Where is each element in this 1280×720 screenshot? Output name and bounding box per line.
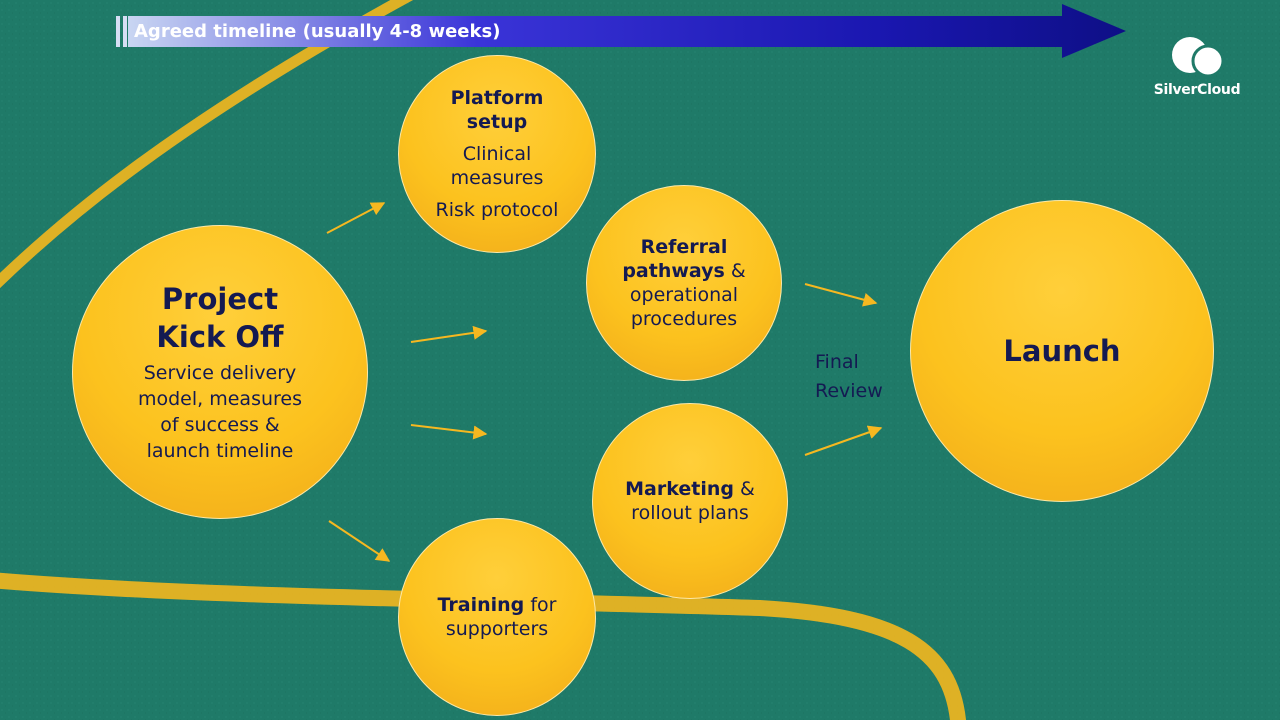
marketing-line1: Marketing & <box>625 477 755 501</box>
kickoff-description: Service delivery model, measures of succ… <box>138 360 302 464</box>
node-referral-pathways: Referral pathways & operational procedur… <box>586 185 782 381</box>
marketing-rest: & <box>733 478 755 500</box>
referral-line4: procedures <box>630 308 738 330</box>
kickoff-title-line2: Kick Off <box>156 320 284 354</box>
node-platform-setup: Platform setup Clinical measures Risk pr… <box>398 55 596 253</box>
timeline-tick <box>116 16 120 47</box>
referral-line3: operational <box>629 284 739 306</box>
marketing-bold: Marketing <box>625 478 734 500</box>
final-review-line1: Final <box>815 351 859 373</box>
referral-line2: pathways & <box>622 259 745 283</box>
node-training-supporters: Training for supporters <box>398 518 596 716</box>
launch-title: Launch <box>1003 334 1121 368</box>
curve-bottom <box>0 572 966 720</box>
arrow-marketing-to-launch <box>804 425 883 456</box>
timeline-arrow <box>128 4 1126 58</box>
kickoff-desc-line3: of success & <box>160 414 280 436</box>
platform-item1-line1: Clinical <box>462 143 532 165</box>
final-review-label: Final Review <box>815 348 883 406</box>
training-line1: Training for <box>438 593 557 617</box>
referral-bold-line1: Referral <box>640 236 728 258</box>
arrow-kickoff-to-marketing <box>410 424 488 440</box>
arrow-kickoff-to-training <box>328 520 391 562</box>
silvercloud-logo: SilverCloud <box>1148 34 1246 100</box>
node-launch: Launch <box>910 200 1214 502</box>
kickoff-title-line1: Project <box>161 282 279 316</box>
logo-mark-icon <box>1172 37 1225 78</box>
training-rest: for <box>524 594 557 616</box>
timeline-label: Agreed timeline (usually 4-8 weeks) <box>134 21 501 42</box>
referral-rest-line2: & <box>724 260 746 282</box>
arrow-kickoff-to-referral <box>410 325 488 343</box>
node-marketing-rollout: Marketing & rollout plans <box>592 403 788 599</box>
platform-item2: Risk protocol <box>435 199 559 221</box>
logo-wordmark: SilverCloud <box>1153 82 1241 98</box>
platform-title-line2: setup <box>466 111 528 133</box>
kickoff-desc-line1: Service delivery <box>143 362 297 384</box>
arrow-referral-to-launch <box>804 283 878 307</box>
node-project-kick-off: Project Kick Off Service delivery model,… <box>72 225 368 519</box>
training-line2: supporters <box>445 618 549 640</box>
platform-item1-line2: measures <box>450 167 544 189</box>
platform-title-line1: Platform <box>450 87 544 109</box>
arrow-kickoff-to-platform <box>326 202 386 234</box>
marketing-line2: rollout plans <box>631 502 749 524</box>
kickoff-desc-line2: model, measures <box>137 388 302 410</box>
kickoff-desc-line4: launch timeline <box>146 440 294 462</box>
timeline-tick <box>123 16 127 47</box>
referral-bold-line2: pathways <box>622 260 725 282</box>
training-bold: Training <box>437 594 525 616</box>
final-review-line2: Review <box>815 380 883 402</box>
